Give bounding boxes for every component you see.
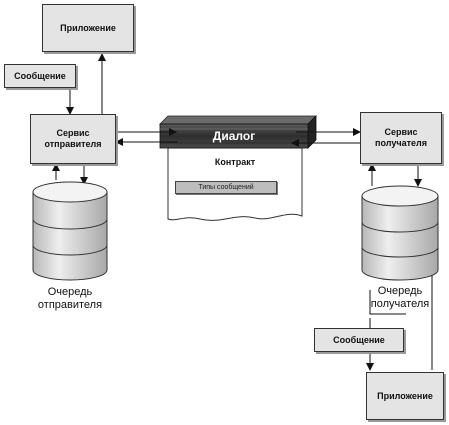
app-bottom-box: Приложение	[366, 372, 444, 420]
message-bottom-box: Сообщение	[314, 328, 404, 352]
receiver-database	[361, 185, 439, 281]
message-bottom-label: Сообщение	[333, 334, 385, 345]
message-types-box: Типы сообщений	[175, 181, 277, 194]
sender-service-box: Сервис отправителя	[30, 114, 116, 164]
sender-queue-label: Очередь отправителя	[37, 286, 103, 311]
receiver-queue-label: Очередь получателя	[370, 285, 430, 310]
receiver-service-label: Сервис получателя	[375, 127, 427, 148]
dialog-bar-front	[159, 123, 309, 149]
message-types-label: Типы сообщений	[198, 184, 254, 191]
message-top-box: Сообщение	[4, 64, 76, 88]
app-bottom-label: Приложение	[377, 390, 433, 401]
sender-database	[32, 181, 108, 281]
sender-service-label: Сервис отправителя	[44, 128, 102, 149]
message-top-label: Сообщение	[14, 70, 66, 81]
dialog-label: Диалог	[212, 129, 256, 143]
app-top-box: Приложение	[42, 4, 134, 52]
line-db-to-message	[369, 290, 406, 315]
app-top-label: Приложение	[60, 22, 116, 33]
contract-label: Контракт	[214, 157, 256, 167]
receiver-service-box: Сервис получателя	[360, 112, 442, 164]
dialog-label-container: Диалог	[160, 116, 308, 148]
